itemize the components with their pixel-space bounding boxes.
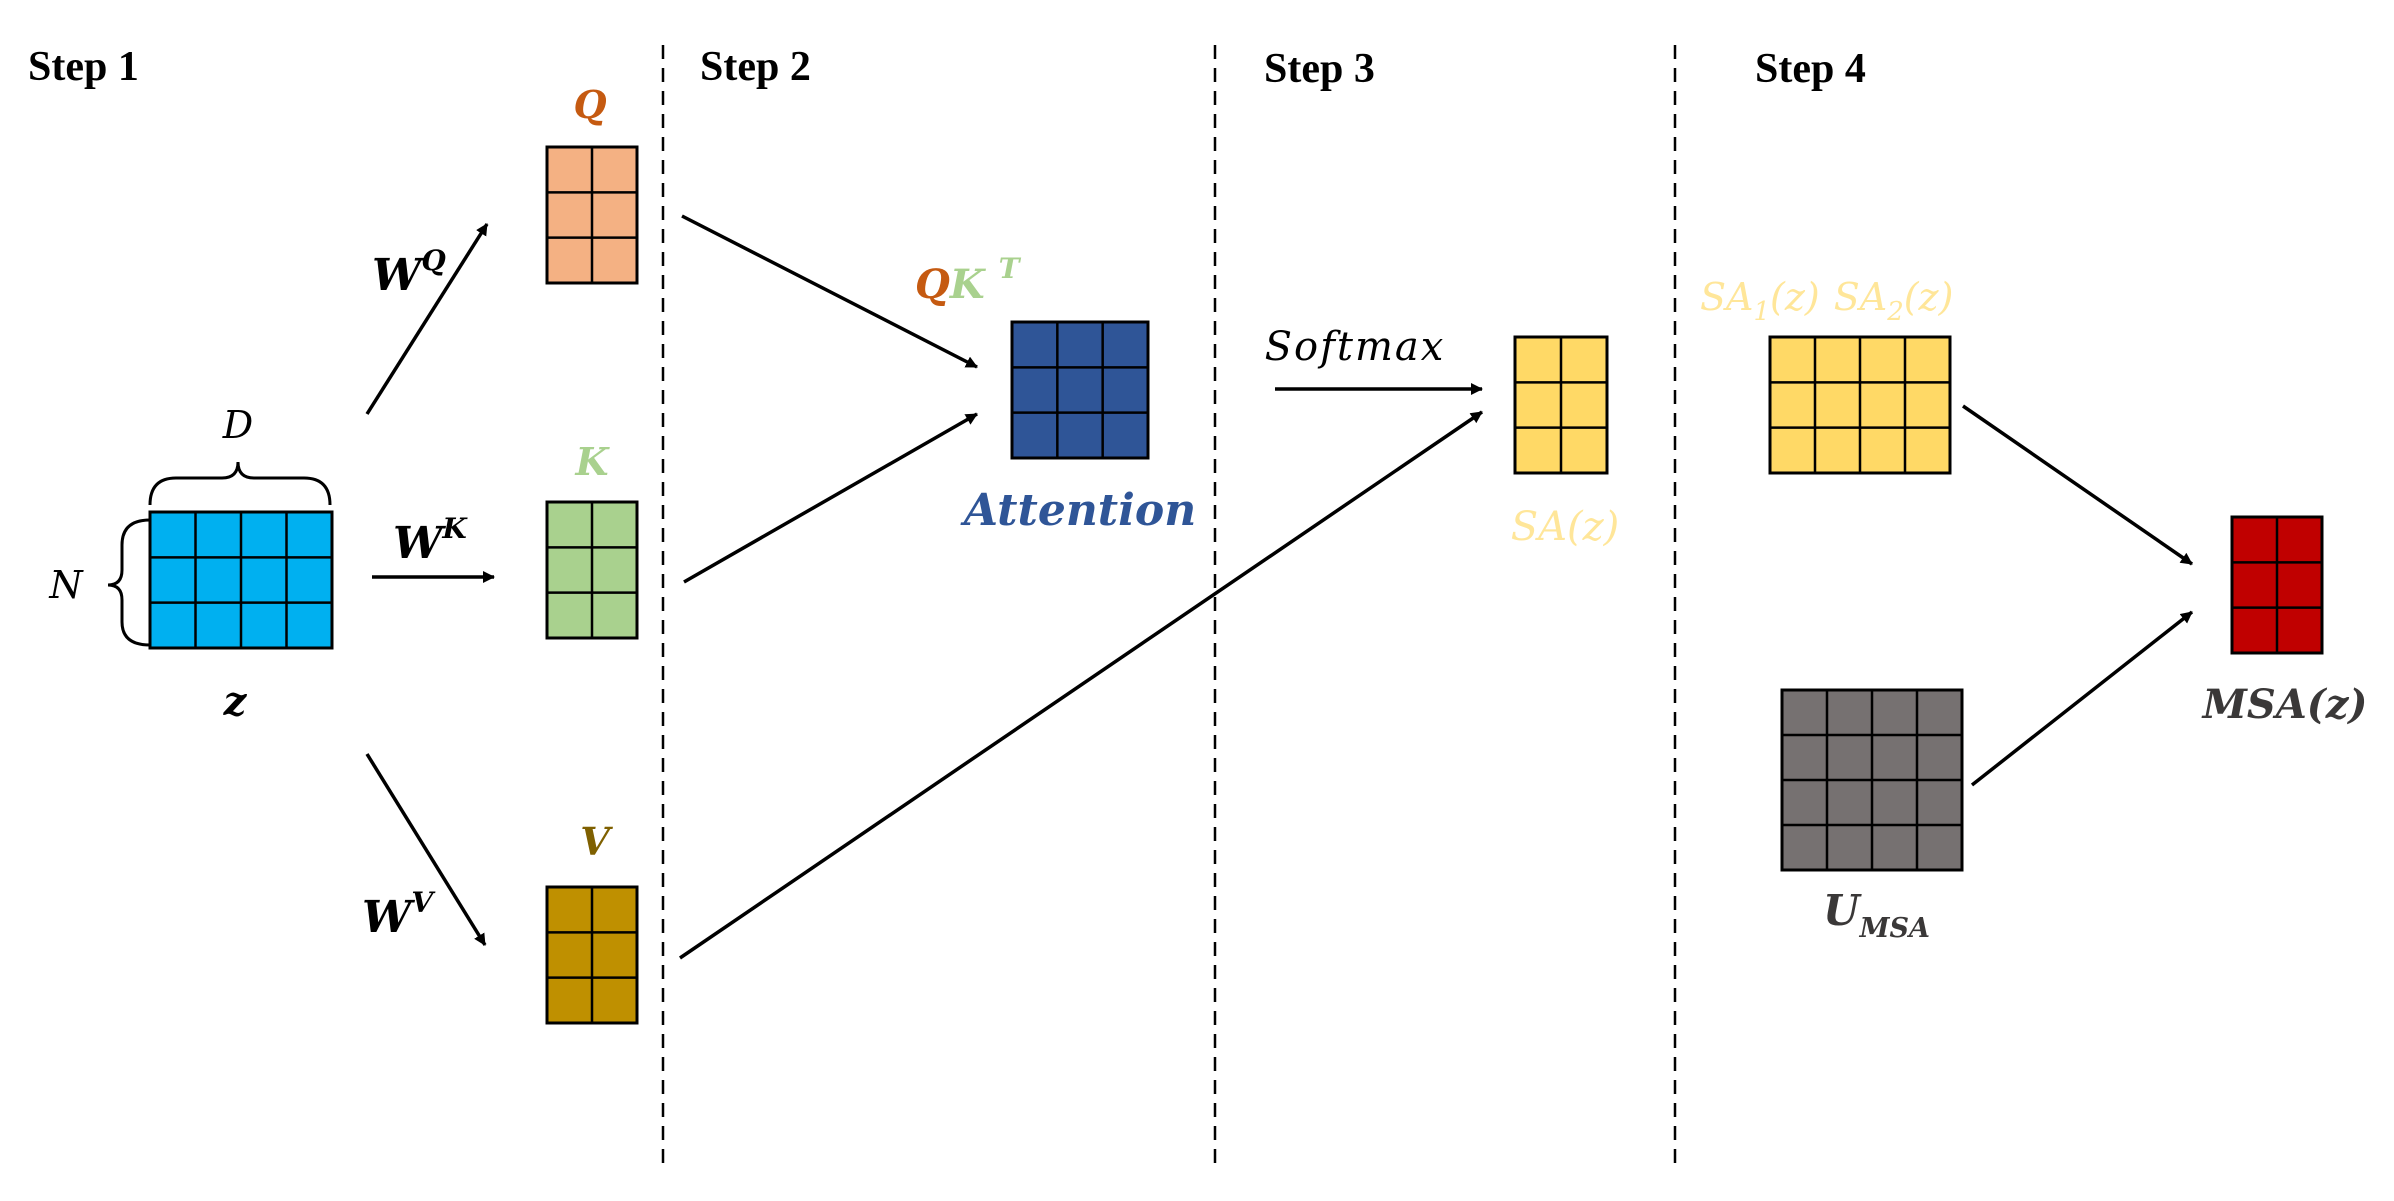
arrows [365, 214, 2194, 960]
attention-label: Attention [960, 485, 1196, 536]
wv-label: WV [362, 886, 436, 943]
arrow-q-to-attention [681, 214, 978, 369]
dim-d-label: D [222, 403, 253, 447]
arrow-k-to-attention [683, 412, 978, 584]
matrix-body [1010, 320, 1150, 460]
umsa-label: UMSA [1823, 886, 1930, 944]
sa-concat-matrix [1768, 335, 1952, 475]
attention-matrix [1010, 320, 1150, 460]
arrow-z-to-v [365, 753, 487, 946]
key-matrix [545, 500, 639, 640]
sa-label: SA(z) [1511, 504, 1620, 550]
softmax-label: Softmax [1265, 324, 1446, 370]
query-matrix [545, 145, 639, 285]
d-brace [148, 461, 332, 506]
input-matrix-z [148, 510, 334, 650]
step-4-label: Step 4 [1755, 46, 1866, 92]
umsa-matrix [1780, 688, 1964, 872]
input-z-label: z [223, 678, 248, 725]
wk-label: WK [393, 512, 468, 569]
msa-matrix [2230, 515, 2324, 655]
value-label: V [580, 819, 613, 864]
key-label: K [574, 439, 610, 484]
step-3-label: Step 3 [1264, 46, 1375, 92]
step-1-label: Step 1 [28, 44, 139, 90]
query-label: Q [573, 82, 606, 127]
arrow-v-to-sa [679, 410, 1483, 960]
arrow-umsa-to-msa [1970, 610, 2194, 787]
arrow-z-to-q [365, 223, 489, 415]
step-separators [661, 45, 1677, 1165]
n-brace [107, 518, 151, 647]
dim-n-label: N [48, 563, 84, 607]
sa-matrix [1513, 335, 1609, 475]
arrow-sa-concat-to-msa [1962, 404, 2193, 566]
sa-concat-label: SA1(z)SA2(z) [1700, 275, 1953, 327]
step-2-label: Step 2 [700, 44, 811, 90]
wq-label: WQ [372, 244, 446, 301]
value-matrix [545, 885, 639, 1025]
msa-label: MSA(z) [2201, 681, 2368, 728]
